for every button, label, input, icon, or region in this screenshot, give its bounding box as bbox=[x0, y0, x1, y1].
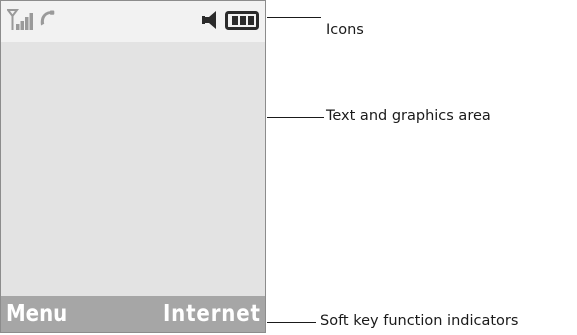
softkey-bar: Menu Internet bbox=[1, 296, 265, 332]
phone-screen: Menu Internet bbox=[0, 0, 266, 333]
text-area-leader-line bbox=[267, 117, 324, 118]
text-area-callout-label: Text and graphics area bbox=[326, 108, 491, 124]
softkeys-callout-label: Soft key function indicators bbox=[320, 313, 519, 329]
softkeys-leader-line bbox=[267, 322, 316, 323]
softkey-right-label[interactable]: Internet bbox=[163, 301, 261, 327]
text-graphics-area bbox=[1, 42, 265, 297]
icons-callout-label: Icons bbox=[326, 22, 364, 38]
signal-strength-icon bbox=[7, 9, 33, 30]
softkey-left-label[interactable]: Menu bbox=[6, 301, 68, 327]
phone-call-icon bbox=[40, 10, 55, 26]
speaker-muted-icon bbox=[202, 11, 216, 29]
status-bar bbox=[1, 1, 265, 42]
battery-icon bbox=[225, 11, 259, 30]
icons-leader-line bbox=[267, 17, 321, 18]
